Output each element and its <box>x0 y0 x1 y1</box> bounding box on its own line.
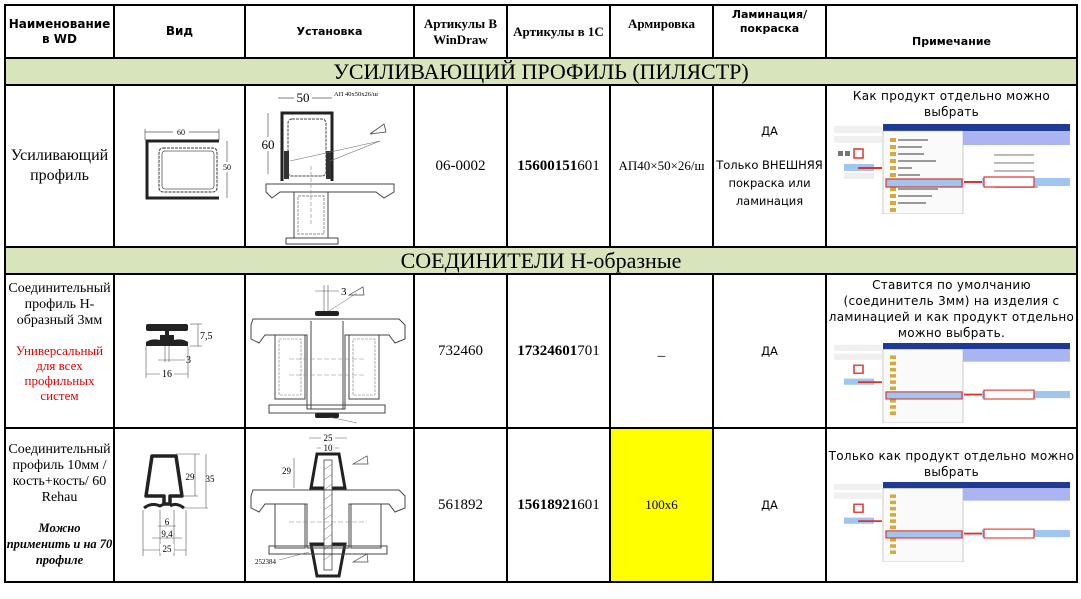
screenshot-thumbnail-icon <box>833 343 1070 423</box>
product-universal-note: Универсальный для всех профильных систем <box>15 343 104 403</box>
install-drawing: 50 АП 40х50х26/ш 60 <box>244 84 415 248</box>
header-note: Примечание <box>825 4 1078 59</box>
product-selection-screenshot <box>833 343 1070 423</box>
lamination-note: Только ВНЕШНЯЯ покраска или ламинация <box>716 158 823 208</box>
section-header-reinforcing: УСИЛИВАЮЩИЙ ПРОФИЛЬ (ПИЛЯСТР) <box>4 57 1078 86</box>
product-name: Соединительный профиль Н-образный 3мм <box>8 281 111 328</box>
section-header-connectors: СОЕДИНИТЕЛИ Н-образные <box>4 246 1078 275</box>
note-text: Только как продукт отдельно можно выбрат… <box>828 449 1075 479</box>
svg-text:25: 25 <box>162 544 172 554</box>
svg-text:3: 3 <box>341 286 347 298</box>
reinforcement: 100х6 <box>609 427 714 583</box>
article-1c: 15600151601 <box>506 84 611 248</box>
svg-text:50: 50 <box>296 90 309 105</box>
product-selection-screenshot <box>833 124 1070 214</box>
reinforcing-profile-install-icon: 50 АП 40х50х26/ш 60 <box>259 90 394 245</box>
product-applicability-note: Можно применить и на 70 профиле <box>6 521 113 567</box>
windraw-article: 732460 <box>413 273 508 429</box>
svg-text:6: 6 <box>164 517 169 527</box>
svg-text:25: 25 <box>323 433 333 443</box>
header-name: Наименование в WD <box>4 4 115 59</box>
svg-text:252384: 252384 <box>255 558 277 566</box>
section-title: УСИЛИВАЮЩИЙ ПРОФИЛЬ (ПИЛЯСТР) <box>4 57 1078 86</box>
h-connector-section-icon: 7,5 3 16 <box>145 323 213 380</box>
header-install: Установка <box>244 4 415 59</box>
svg-text:7,5: 7,5 <box>200 331 213 342</box>
view-drawing: 29 35 6 9,4 25 <box>113 427 246 583</box>
article-1c: 15618921601 <box>506 427 611 583</box>
table-row: Соединительный профиль Н-образный 3мм Ун… <box>4 273 1078 429</box>
header-windraw: Артикулы В WinDraw <box>413 4 508 59</box>
windraw-article: 06-0002 <box>413 84 508 248</box>
header-view: Вид <box>113 4 246 59</box>
note-text: Ставится по умолчанию (соединитель 3мм) … <box>828 278 1075 340</box>
product-name-cell: Соединительный профиль Н-образный 3мм Ун… <box>4 273 115 429</box>
svg-text:АП 40х50х26/ш: АП 40х50х26/ш <box>334 91 378 98</box>
product-selection-screenshot <box>833 482 1070 562</box>
bone-connector-section-icon: 29 35 6 9,4 25 <box>142 453 215 556</box>
header-reinforce: Армировка <box>609 4 714 59</box>
note-text: Как продукт отдельно можно выбрать <box>852 89 1051 119</box>
svg-text:16: 16 <box>162 369 172 380</box>
table-row: Усиливающий профиль 60 50 50 АП 4 <box>4 84 1078 248</box>
install-drawing: 25 10 29 252384 <box>244 427 415 583</box>
header-1c: Артикулы в 1С <box>506 4 611 59</box>
header-row: Наименование в WD Вид Установка Артикулы… <box>4 4 1078 59</box>
product-name: Усиливающий профиль <box>4 84 115 248</box>
note-cell: Только как продукт отдельно можно выбрат… <box>825 427 1078 583</box>
view-drawing: 60 50 <box>113 84 246 248</box>
header-lamination: Ламинация/ покраска <box>712 4 827 59</box>
product-name-cell: Соединительный профиль 10мм /кость+кость… <box>4 427 115 583</box>
table-row: Соединительный профиль 10мм /кость+кость… <box>4 427 1078 583</box>
svg-text:29: 29 <box>282 466 292 476</box>
view-drawing: 7,5 3 16 <box>113 273 246 429</box>
product-name: Соединительный профиль 10мм /кость+кость… <box>8 442 111 505</box>
section-title: СОЕДИНИТЕЛИ Н-образные <box>4 246 1078 275</box>
svg-text:3: 3 <box>186 355 191 366</box>
h-connector-install-icon: 3 <box>250 284 405 423</box>
screenshot-thumbnail-icon <box>833 482 1070 562</box>
svg-text:9,4: 9,4 <box>161 529 173 539</box>
svg-text:60: 60 <box>261 137 274 152</box>
lamination: ДА <box>712 273 827 429</box>
svg-text:60: 60 <box>177 128 185 137</box>
article-1c: 17324601701 <box>506 273 611 429</box>
svg-text:50: 50 <box>223 163 231 172</box>
lamination-value: ДА <box>761 124 778 138</box>
reinforcement: _ <box>609 273 714 429</box>
reinforcement: АП40×50×26/ш <box>609 84 714 248</box>
lamination: ДА <box>712 427 827 583</box>
screenshot-thumbnail-icon <box>833 124 1070 214</box>
windraw-article: 561892 <box>413 427 508 583</box>
svg-text:10: 10 <box>323 443 333 453</box>
note-cell: Как продукт отдельно можно выбрать <box>825 84 1078 248</box>
install-drawing: 3 <box>244 273 415 429</box>
svg-text:35: 35 <box>205 474 215 484</box>
svg-text:29: 29 <box>185 472 195 482</box>
profiles-table: Наименование в WD Вид Установка Артикулы… <box>4 4 1078 583</box>
bone-connector-install-icon: 25 10 29 252384 <box>250 432 405 578</box>
lamination: ДА Только ВНЕШНЯЯ покраска или ламинация <box>712 84 827 248</box>
note-cell: Ставится по умолчанию (соединитель 3мм) … <box>825 273 1078 429</box>
reinforcing-profile-section-icon: 60 50 <box>144 127 233 200</box>
